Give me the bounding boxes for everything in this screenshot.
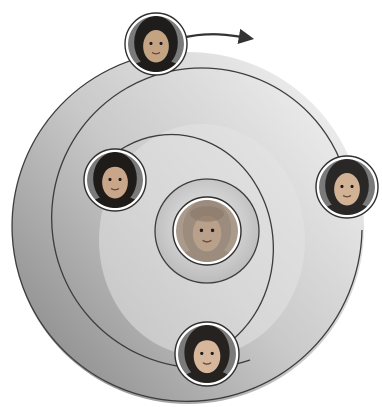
direction-arrow [182, 34, 248, 38]
